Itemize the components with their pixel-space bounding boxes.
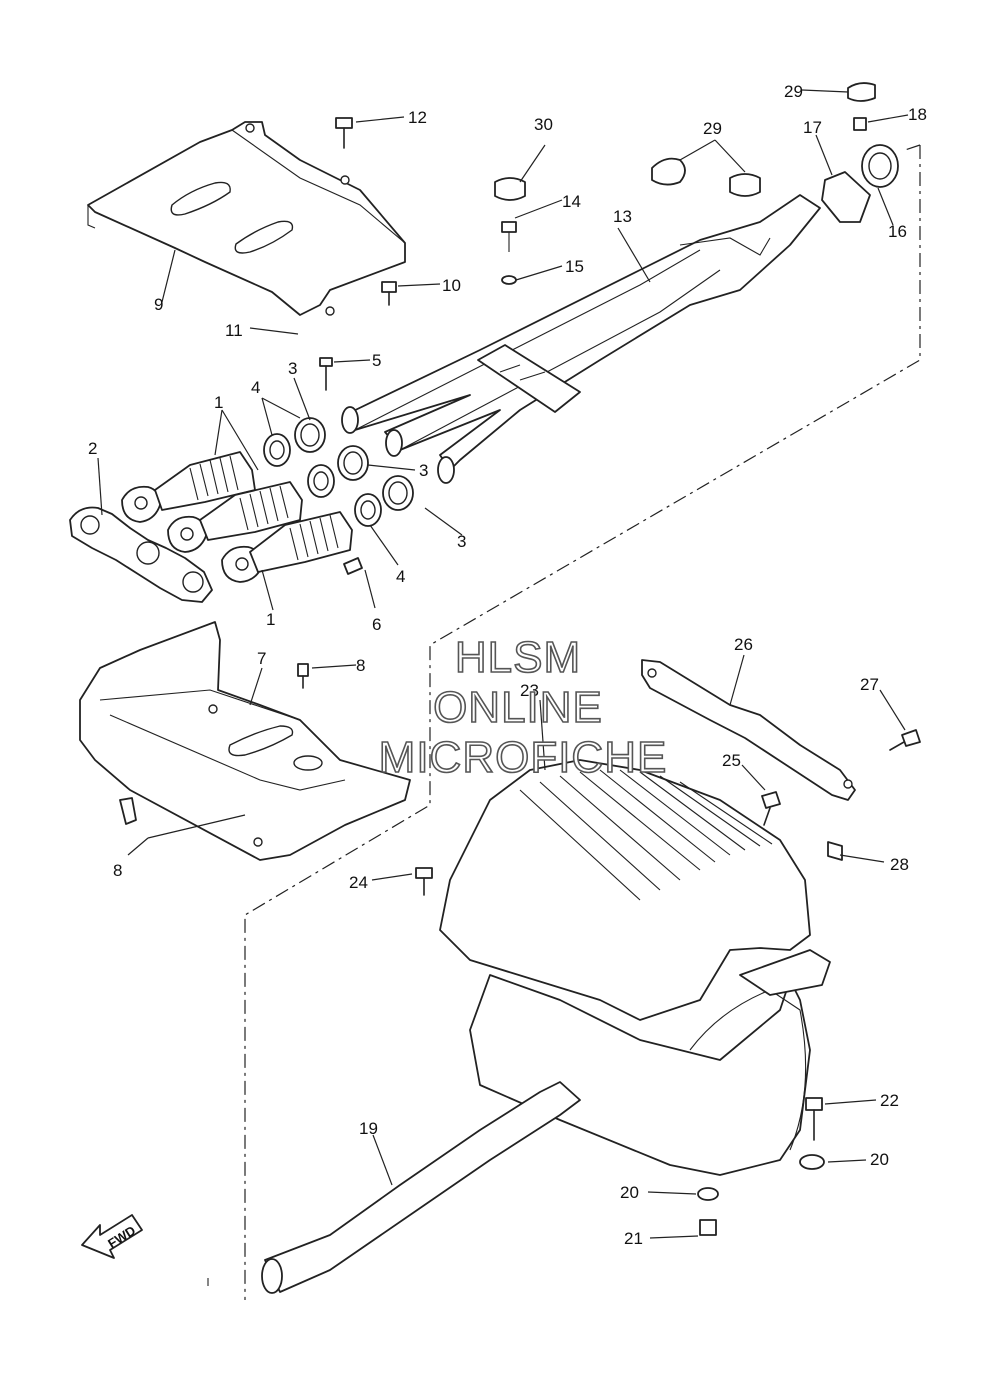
callout-16: 16	[888, 222, 907, 241]
callout-7: 7	[257, 649, 266, 668]
callout-6: 6	[372, 615, 381, 634]
upper-heat-shield	[87, 121, 406, 316]
callout-1a: 1	[214, 393, 223, 412]
exhaust-flanges	[121, 485, 263, 583]
callout-29b: 29	[703, 119, 722, 138]
callout-4a: 4	[251, 378, 260, 397]
muffler-mount-hardware	[697, 1154, 825, 1236]
lower-heat-shield	[79, 621, 411, 861]
watermark-line-3: MICROFICHE	[379, 733, 668, 782]
callout-27: 27	[860, 675, 879, 694]
callout-5: 5	[372, 351, 381, 370]
forward-arrow-icon: FWD	[81, 1214, 143, 1259]
tail-pipe	[261, 1081, 581, 1294]
callout-19: 19	[359, 1119, 378, 1138]
watermark: HLSM ONLINE MICROFICHE	[378, 632, 668, 783]
callout-25: 25	[722, 751, 741, 770]
callout-3a: 3	[288, 359, 297, 378]
muffler-bracket	[641, 659, 856, 861]
callout-20a: 20	[870, 1150, 889, 1169]
boundary-lines	[244, 144, 921, 1300]
callout-9: 9	[154, 295, 163, 314]
leader-lines	[97, 89, 909, 1239]
callout-30: 30	[534, 115, 553, 134]
callout-28: 28	[890, 855, 909, 874]
callout-2: 2	[88, 439, 97, 458]
muffler-cover	[439, 759, 811, 1021]
y-pipe	[341, 194, 821, 484]
callout-11: 11	[225, 321, 243, 340]
callout-3b: 3	[419, 461, 428, 480]
watermark-line-1: HLSM	[455, 633, 581, 682]
callout-3c: 3	[457, 532, 466, 551]
callout-22: 22	[880, 1091, 899, 1110]
callout-13: 13	[613, 207, 632, 226]
seals-and-clamps	[263, 417, 414, 527]
pipe-hanger-hardware	[494, 82, 899, 285]
callout-17: 17	[803, 118, 822, 137]
callout-15: 15	[565, 257, 584, 276]
callout-24: 24	[349, 873, 368, 892]
gasket-2	[69, 506, 213, 603]
callout-8b: 8	[113, 861, 122, 880]
callout-1b: 1	[266, 610, 275, 629]
callout-12: 12	[408, 108, 427, 127]
callout-21: 21	[624, 1229, 643, 1248]
watermark-line-2: ONLINE	[433, 683, 603, 732]
callout-23: 23	[520, 681, 539, 700]
bolts	[119, 117, 921, 1141]
callout-4b: 4	[396, 567, 405, 586]
callout-20b: 20	[620, 1183, 639, 1202]
bellows-pipes	[154, 451, 353, 573]
callout-29a: 29	[784, 82, 803, 101]
muffler-body	[469, 949, 831, 1176]
callout-10: 10	[442, 276, 461, 295]
callout-14: 14	[562, 192, 581, 211]
callout-26: 26	[734, 635, 753, 654]
callout-18: 18	[908, 105, 927, 124]
callout-8a: 8	[356, 656, 365, 675]
callouts: 1 1 2 3 3 3 4 4 5 6 7 8 8 9 10 11 12 13 …	[88, 82, 927, 1248]
